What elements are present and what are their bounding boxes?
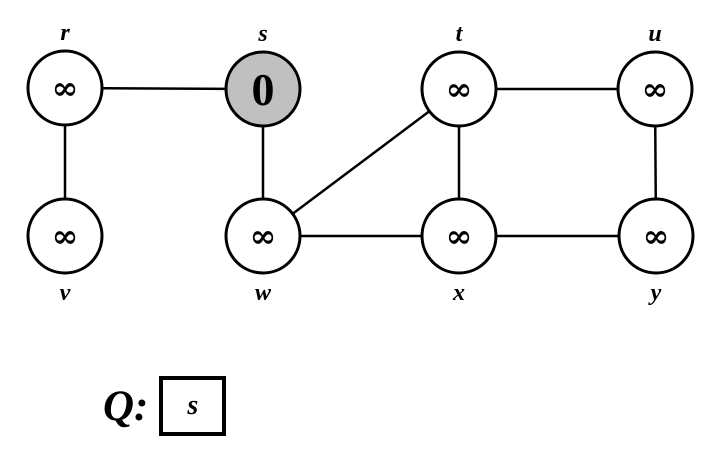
node-label-x: x	[452, 280, 465, 306]
node-label-y: y	[648, 280, 662, 306]
node-value-u: ∞	[642, 70, 669, 108]
node-label-w: w	[255, 280, 272, 306]
node-w	[224, 197, 302, 275]
node-r	[26, 49, 104, 127]
node-value-v: ∞	[52, 217, 79, 255]
node-u	[616, 50, 694, 128]
node-v	[26, 197, 104, 275]
node-value-s: 0	[252, 64, 275, 115]
node-y	[617, 197, 695, 275]
graph: ∞ r 0 s ∞ t ∞ u ∞ v ∞ w ∞ x ∞ y	[26, 20, 695, 306]
node-x	[420, 197, 498, 275]
queue-label: Q:	[103, 382, 149, 430]
node-value-w: ∞	[250, 217, 277, 255]
queue-slot-0: s	[159, 376, 227, 436]
node-value-y: ∞	[643, 217, 670, 255]
queue: Q: s	[103, 376, 227, 436]
node-label-r: r	[60, 20, 70, 46]
node-label-t: t	[456, 21, 464, 47]
node-label-u: u	[648, 21, 661, 47]
node-s	[224, 50, 302, 128]
node-t	[420, 50, 498, 128]
edge-t-w	[262, 88, 460, 237]
node-label-s: s	[257, 21, 267, 47]
node-value-x: ∞	[446, 217, 473, 255]
node-value-t: ∞	[446, 70, 473, 108]
node-value-r: ∞	[52, 69, 79, 107]
queue-items: s	[159, 376, 227, 436]
node-label-v: v	[60, 280, 71, 306]
